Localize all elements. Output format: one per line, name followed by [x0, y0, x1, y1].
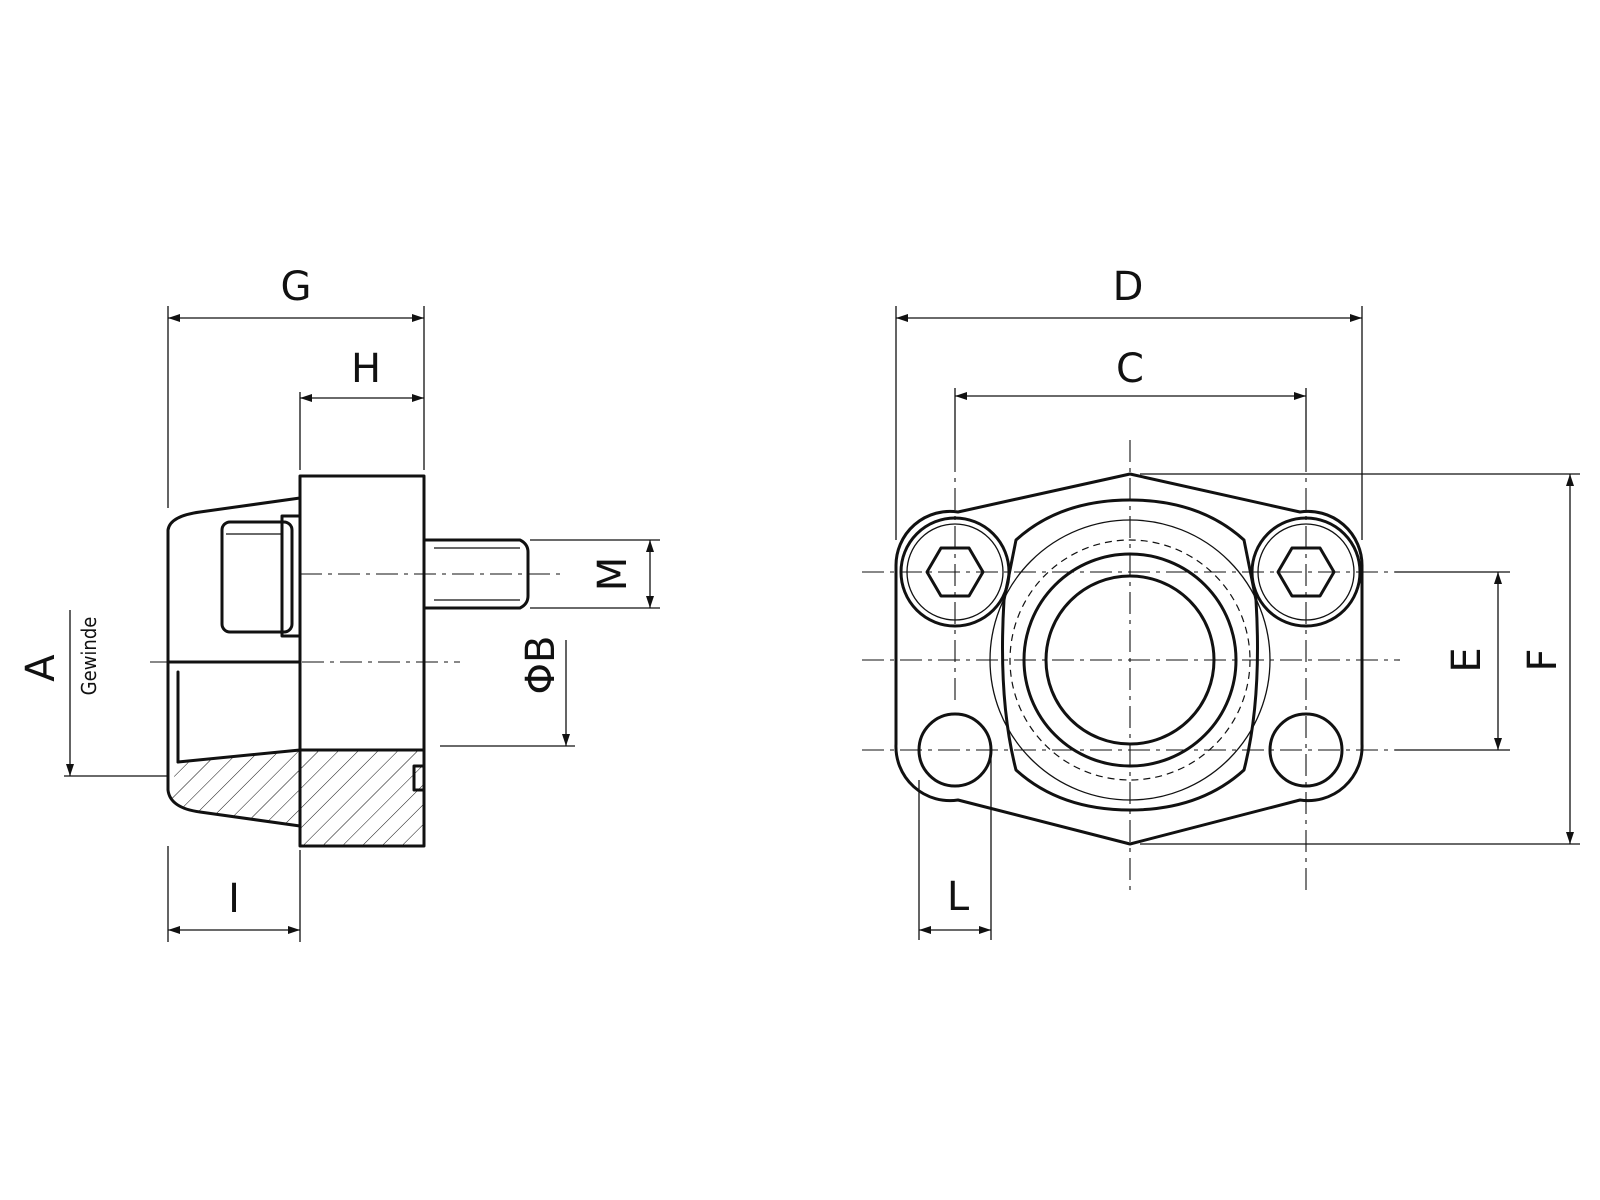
- label-e: E: [1444, 647, 1490, 672]
- side-view: G H M ΦB A Gewinde I: [18, 264, 660, 942]
- label-h: H: [351, 346, 381, 392]
- label-c: C: [1116, 346, 1144, 392]
- label-b: ΦB: [518, 636, 564, 695]
- label-g: G: [281, 264, 312, 310]
- label-i: I: [228, 876, 240, 922]
- label-d: D: [1113, 264, 1144, 310]
- screw-stud: [422, 538, 530, 610]
- label-gewinde: Gewinde: [77, 617, 101, 696]
- section-hatch: [170, 670, 426, 846]
- seal-groove: [412, 764, 426, 792]
- neck-lower-profile: [166, 660, 302, 828]
- label-l: L: [947, 874, 970, 920]
- flange-outline: [894, 472, 1364, 846]
- label-f: F: [1520, 648, 1566, 671]
- label-a: A: [18, 654, 64, 682]
- screw-head: [220, 514, 302, 638]
- label-m: M: [590, 557, 636, 592]
- neck-upper-profile: [166, 496, 302, 664]
- front-view: D C E F L: [862, 264, 1580, 940]
